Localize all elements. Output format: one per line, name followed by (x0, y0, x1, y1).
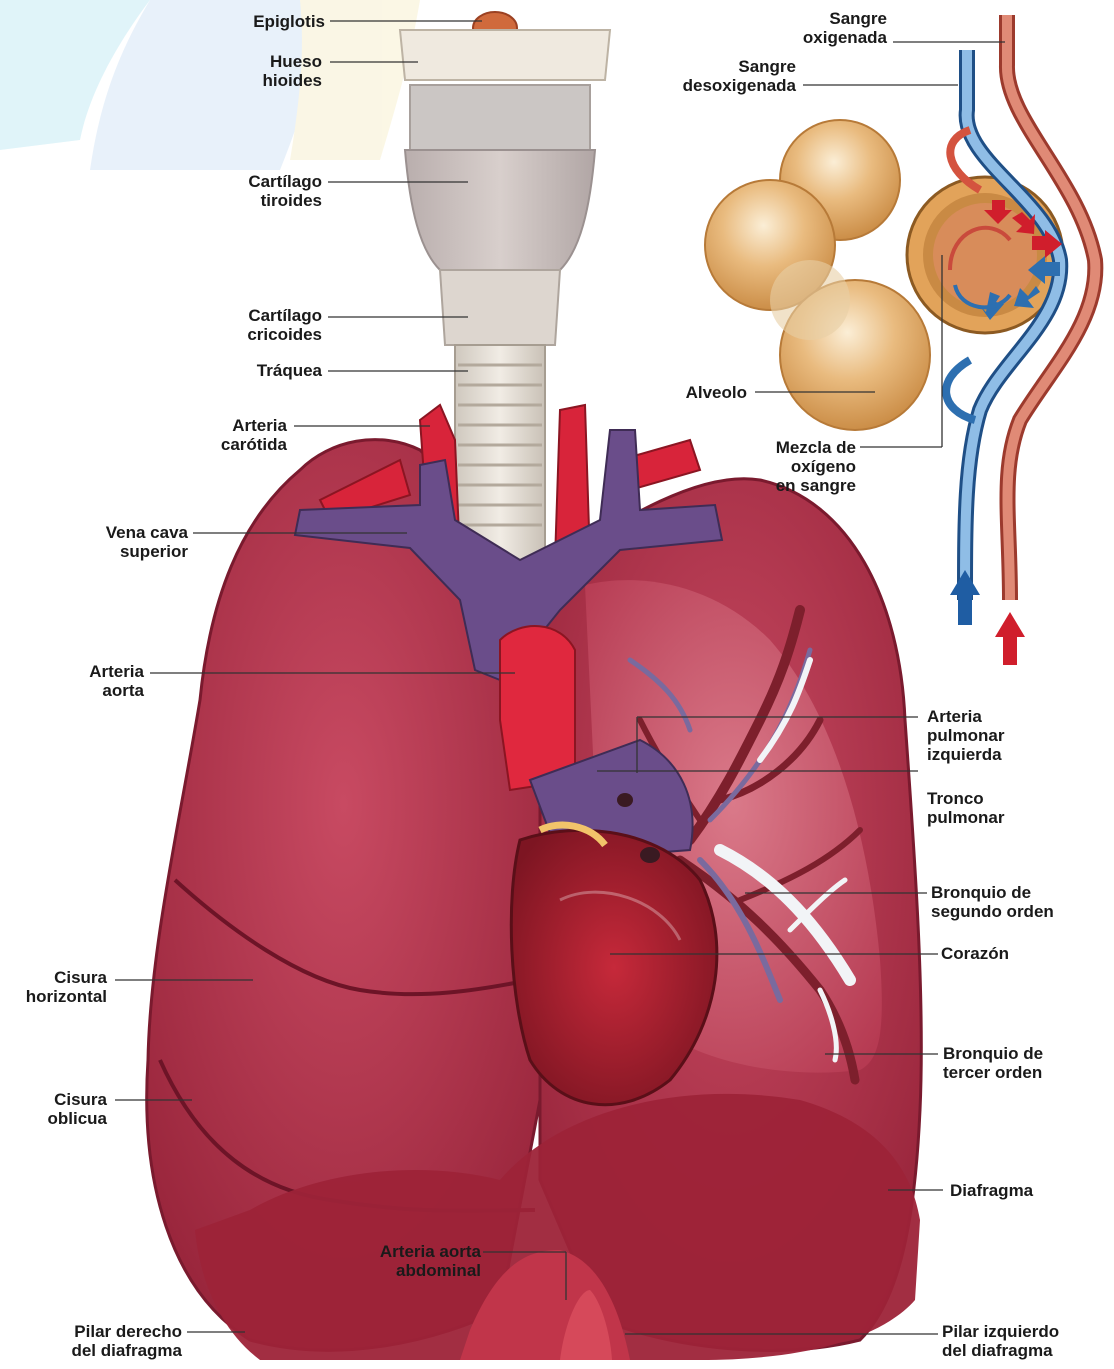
label-traquea: Tráquea (257, 361, 322, 380)
background-shapes (0, 0, 420, 170)
label-alveolo: Alveolo (686, 383, 747, 402)
label-diafragma: Diafragma (950, 1181, 1033, 1200)
label-corazon: Corazón (941, 944, 1009, 963)
label-epiglotis: Epiglotis (253, 12, 325, 31)
